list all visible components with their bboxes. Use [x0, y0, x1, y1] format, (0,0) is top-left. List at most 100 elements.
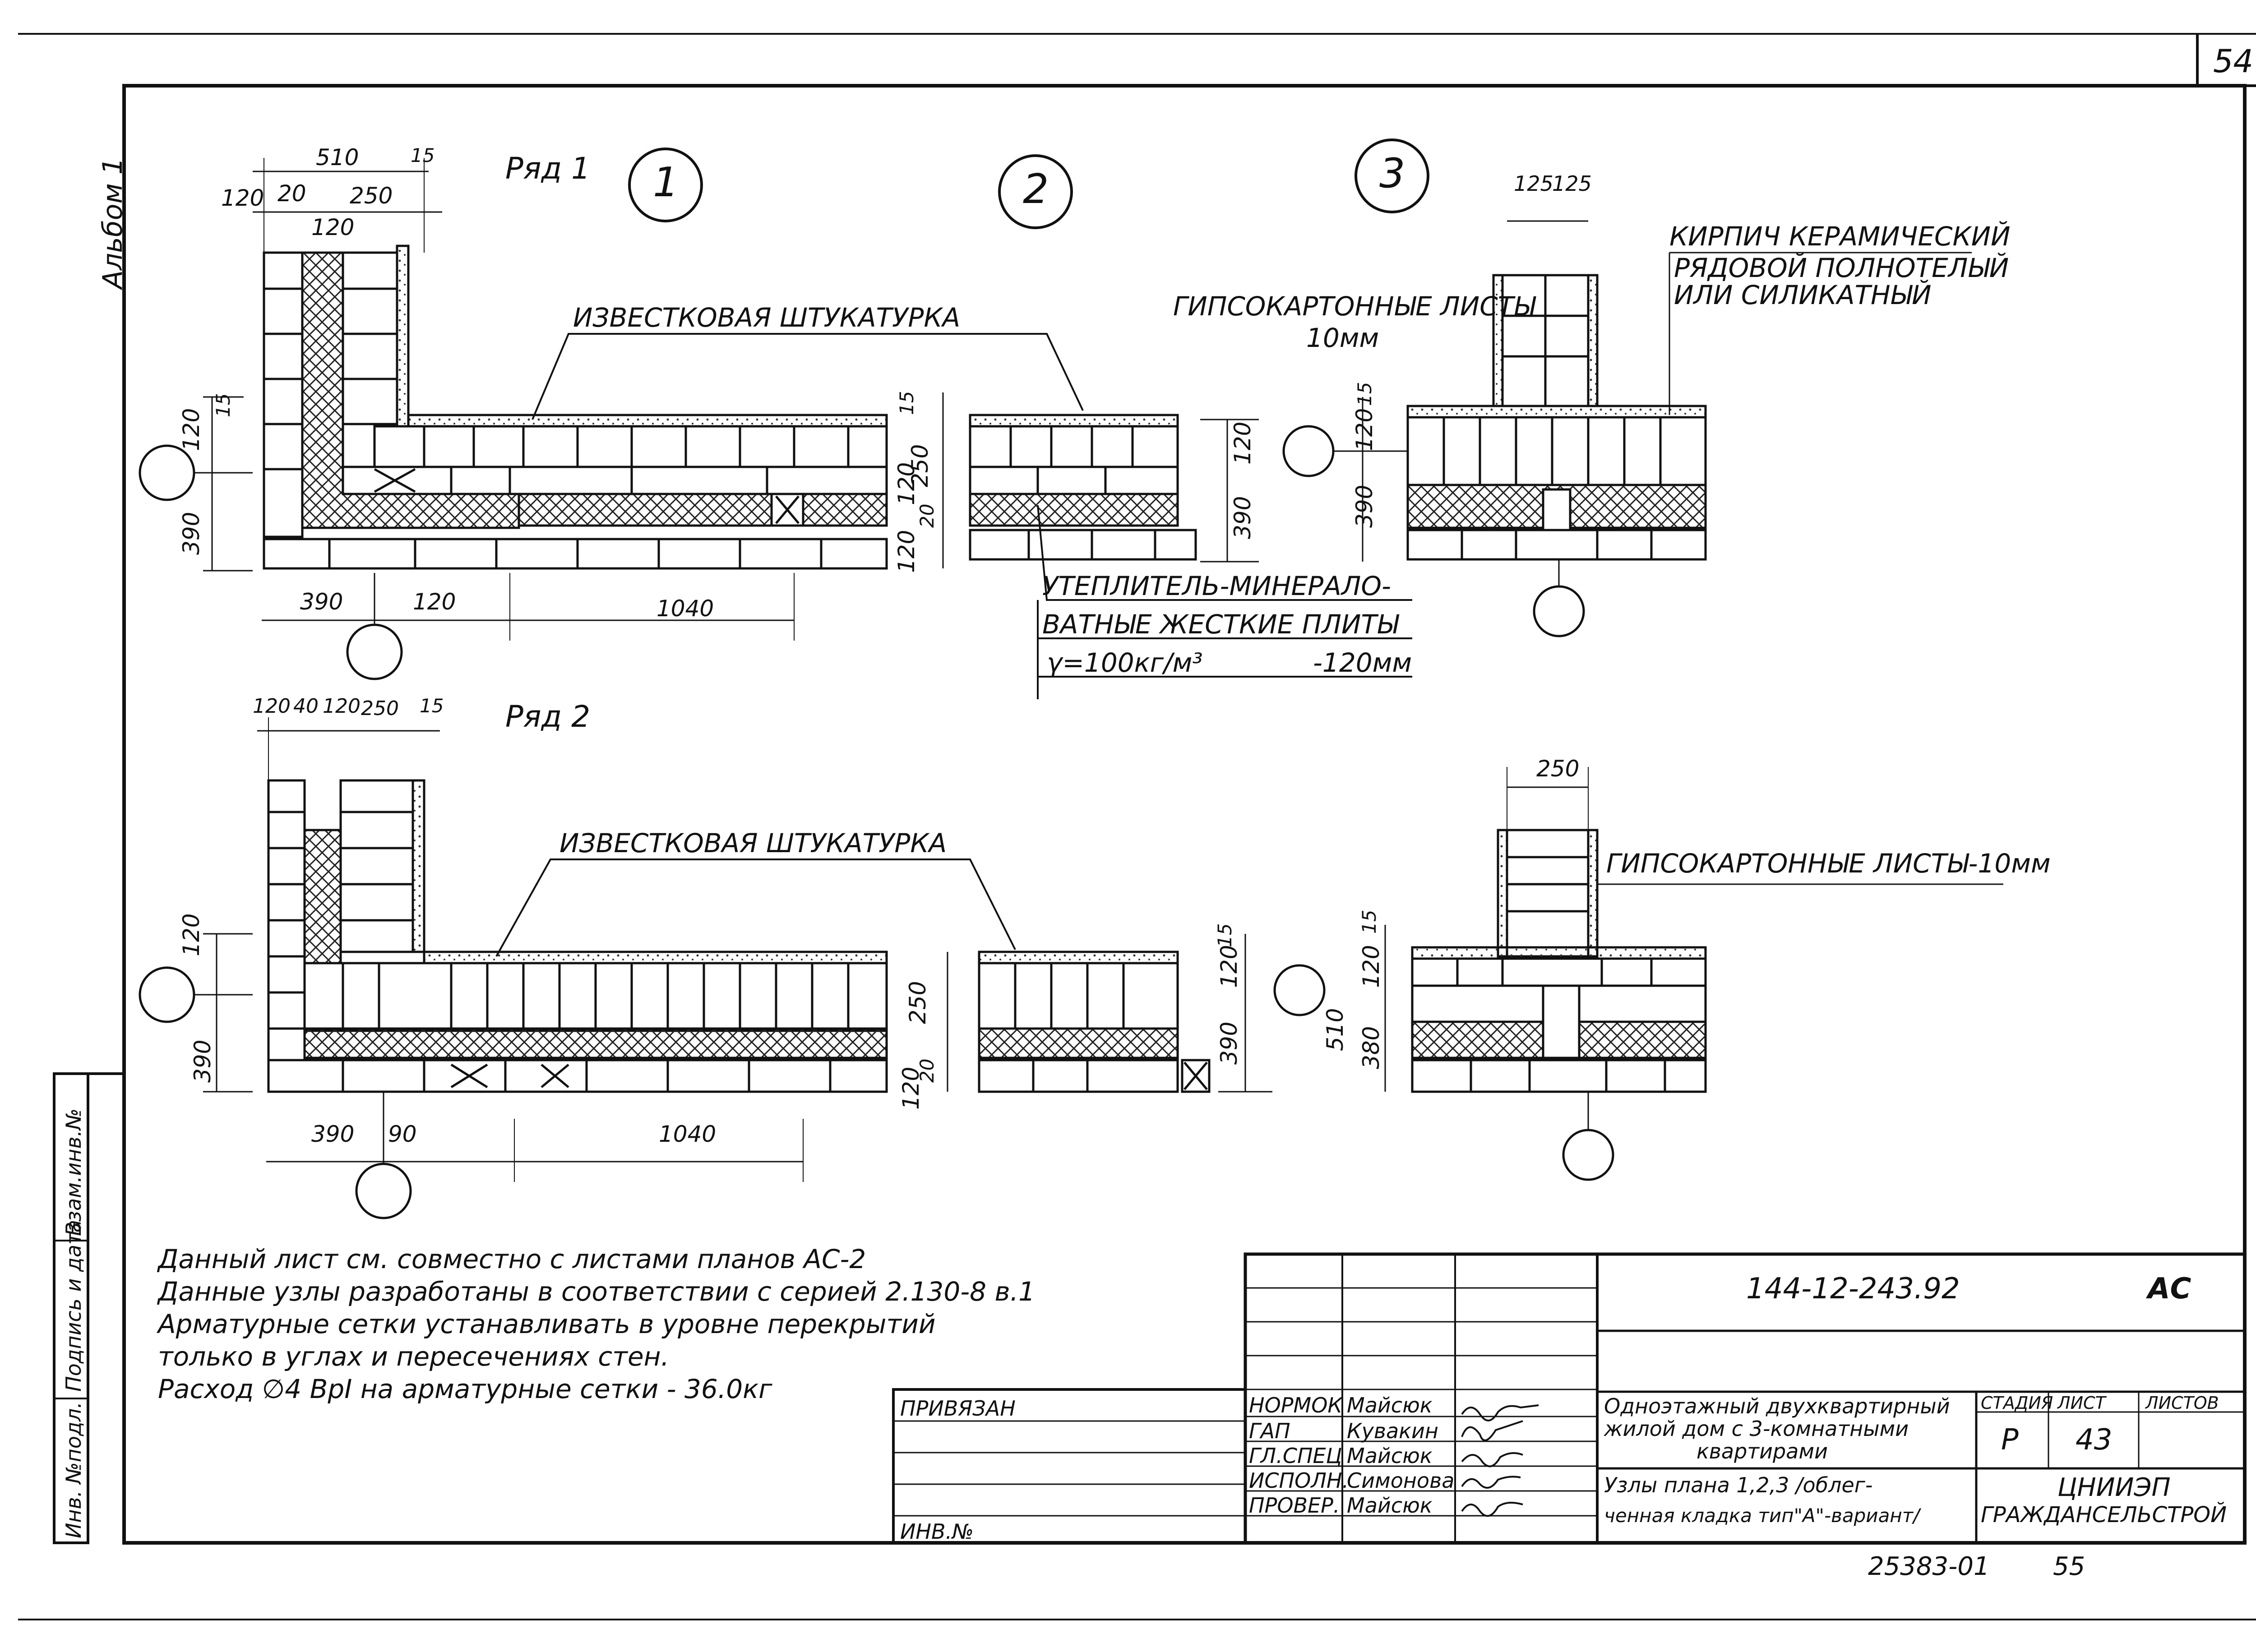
dim-20: 20	[277, 180, 306, 207]
role-4: ПРОВЕР.	[1249, 1493, 1340, 1518]
r2n2-dim-right-390: 390	[1216, 1021, 1242, 1065]
dim-510: 510	[316, 144, 359, 171]
role-1: ГАП	[1249, 1419, 1290, 1443]
stamp-vzam-inv: Взам.инв.№	[61, 1108, 86, 1236]
r2n3-dim-380: 380	[1358, 1026, 1384, 1069]
node3-row2-drawing	[1384, 767, 2003, 1181]
name-1: Кувакин	[1347, 1419, 1438, 1443]
node-number-circles	[628, 138, 1429, 229]
r2n2-dim-20: 20	[916, 1058, 938, 1083]
signatures	[1461, 1404, 1539, 1517]
role-2: ГЛ.СПЕЦ	[1249, 1444, 1342, 1468]
inv-no-label: ИНВ.№	[900, 1519, 974, 1544]
n2-dim-20: 20	[916, 503, 938, 528]
lists-header: ЛИСТОВ	[2145, 1393, 2219, 1413]
note-line-1: Данный лист см. совместно с листами план…	[158, 1244, 866, 1274]
sheet-title-line-1: Узлы плана 1,2,3 /облег-	[1604, 1473, 1873, 1497]
dim-bottom-390: 390	[300, 589, 343, 615]
n2-dim-right-390: 390	[1230, 496, 1256, 539]
dim-120b: 120	[311, 214, 355, 240]
role-0: НОРМОК	[1249, 1393, 1343, 1417]
drawing-code: 144-12-243.92	[1746, 1272, 1960, 1306]
n2-dim-120b: 120	[893, 530, 920, 573]
n3-dim-125b: 125	[1552, 171, 1592, 196]
project-line-1: Одноэтажный двухквартирный	[1604, 1394, 1950, 1418]
drawing-mark: АС	[2148, 1272, 2191, 1306]
node1-row1-drawing	[139, 158, 1084, 680]
note-line-3: Арматурные сетки устанавливать в уровне …	[158, 1309, 936, 1339]
r2n2-dim-right-120: 120	[1216, 945, 1242, 988]
r2n2-dim-15: 15	[1214, 923, 1236, 947]
dim-left-15: 15	[212, 393, 234, 417]
dim-120: 120	[221, 185, 264, 211]
stage-header: СТАДИЯ	[1981, 1393, 2053, 1413]
insulation-line2: ВАТНЫЕ ЖЕСТКИЕ ПЛИТЫ	[1042, 609, 1399, 640]
page-corner-number: 54	[2213, 43, 2254, 80]
dim-15: 15	[411, 144, 435, 166]
stage-value: Р	[2001, 1423, 2019, 1457]
bottom-number-left: 25383-01	[1868, 1552, 1990, 1581]
dim-left-120: 120	[178, 408, 204, 451]
plaster-label-row2: ИЗВЕСТКОВАЯ ШТУКАТУРКА	[559, 828, 947, 858]
r2-dim-left-120: 120	[178, 913, 204, 956]
r2-dim-15: 15	[420, 695, 444, 717]
n2-dim-120: 120	[893, 462, 920, 505]
r2n3-dim-15: 15	[1358, 909, 1380, 934]
n2-dim-15: 15	[896, 391, 918, 415]
dim-250: 250	[350, 183, 393, 209]
insulation-thickness: -120мм	[1313, 647, 1412, 678]
list-value: 43	[2076, 1423, 2113, 1457]
stamp-inv-orig: Инв. №подл.	[61, 1402, 86, 1538]
brick-label-line1: КИРПИЧ КЕРАМИЧЕСКИЙ	[1669, 221, 2011, 252]
sheet-title-line-2: ченная кладка тип"А"-вариант/	[1604, 1504, 1920, 1527]
row2-title: Ряд 2	[505, 699, 591, 734]
note-line-5: Расход ∅4 ВрI на арматурные сетки - 36.0…	[158, 1374, 772, 1404]
n3-dim-125a: 125	[1514, 171, 1553, 196]
project-line-2: жилой дом с 3-комнатными	[1604, 1417, 1909, 1441]
title-block-grid	[892, 1252, 2247, 1545]
node3-row1-drawing	[1282, 220, 1972, 637]
r2-dim-120b: 120	[323, 695, 361, 718]
n3-dim-15: 15	[1354, 382, 1376, 406]
project-line-3: квартирами	[1697, 1439, 1828, 1463]
r2-dim-bottom-1040: 1040	[659, 1121, 717, 1147]
gypsum-label-row2: ГИПСОКАРТОННЫЕ ЛИСТЫ-10мм	[1606, 848, 2051, 879]
note-line-2: Данные узлы разработаны в соответствии с…	[158, 1276, 1036, 1307]
row1-title: Ряд 1	[505, 151, 591, 186]
stamp-sign-date: Подпись и дата	[61, 1219, 86, 1392]
gypsum-label-row1-line2: 10мм	[1306, 323, 1379, 353]
insulation-density: γ=100кг/м³	[1047, 647, 1203, 678]
org-line-2: ГРАЖДАНСЕЛЬСТРОЙ	[1981, 1502, 2227, 1527]
r2-dim-left-390: 390	[190, 1039, 216, 1083]
r2-dim-bottom-90: 90	[388, 1121, 417, 1147]
node3-number: 3	[1379, 150, 1405, 197]
r2-dim-bottom-390: 390	[311, 1121, 355, 1147]
privyazan-label: ПРИВЯЗАН	[900, 1396, 1016, 1421]
node2-number: 2	[1023, 166, 1049, 213]
name-4: Майсюк	[1347, 1493, 1433, 1518]
r2n3-dim-510: 510	[1322, 1008, 1348, 1051]
brick-label-line2: РЯДОВОЙ ПОЛНОТЕЛЫЙ	[1674, 253, 2009, 283]
dim-left-390: 390	[178, 512, 204, 555]
note-line-4: только в углах и пересечениях стен.	[158, 1341, 670, 1372]
r2n3-dim-250: 250	[1536, 756, 1580, 782]
album-label: Альбом 1	[97, 157, 129, 289]
name-0: Майсюк	[1347, 1393, 1433, 1417]
dim-bottom-1040: 1040	[656, 595, 714, 622]
role-3: ИСПОЛН.	[1249, 1468, 1349, 1493]
r2-dim-120: 120	[253, 695, 291, 718]
node1-number: 1	[653, 159, 679, 206]
r2-dim-40: 40	[293, 695, 319, 718]
r2n2-dim-250: 250	[905, 981, 931, 1024]
r2n3-dim-120: 120	[1358, 945, 1384, 988]
name-2: Майсюк	[1347, 1444, 1433, 1468]
list-header: ЛИСТ	[2057, 1393, 2106, 1413]
node2-row2-drawing	[947, 934, 1326, 1093]
bottom-number-right: 55	[2053, 1552, 2085, 1581]
n3-dim-120: 120	[1351, 408, 1378, 451]
n2-dim-right-120: 120	[1230, 421, 1256, 465]
name-3: Симонова	[1347, 1468, 1455, 1493]
node1-row2-drawing	[139, 717, 1016, 1219]
node2-row1-drawing	[942, 392, 1412, 699]
